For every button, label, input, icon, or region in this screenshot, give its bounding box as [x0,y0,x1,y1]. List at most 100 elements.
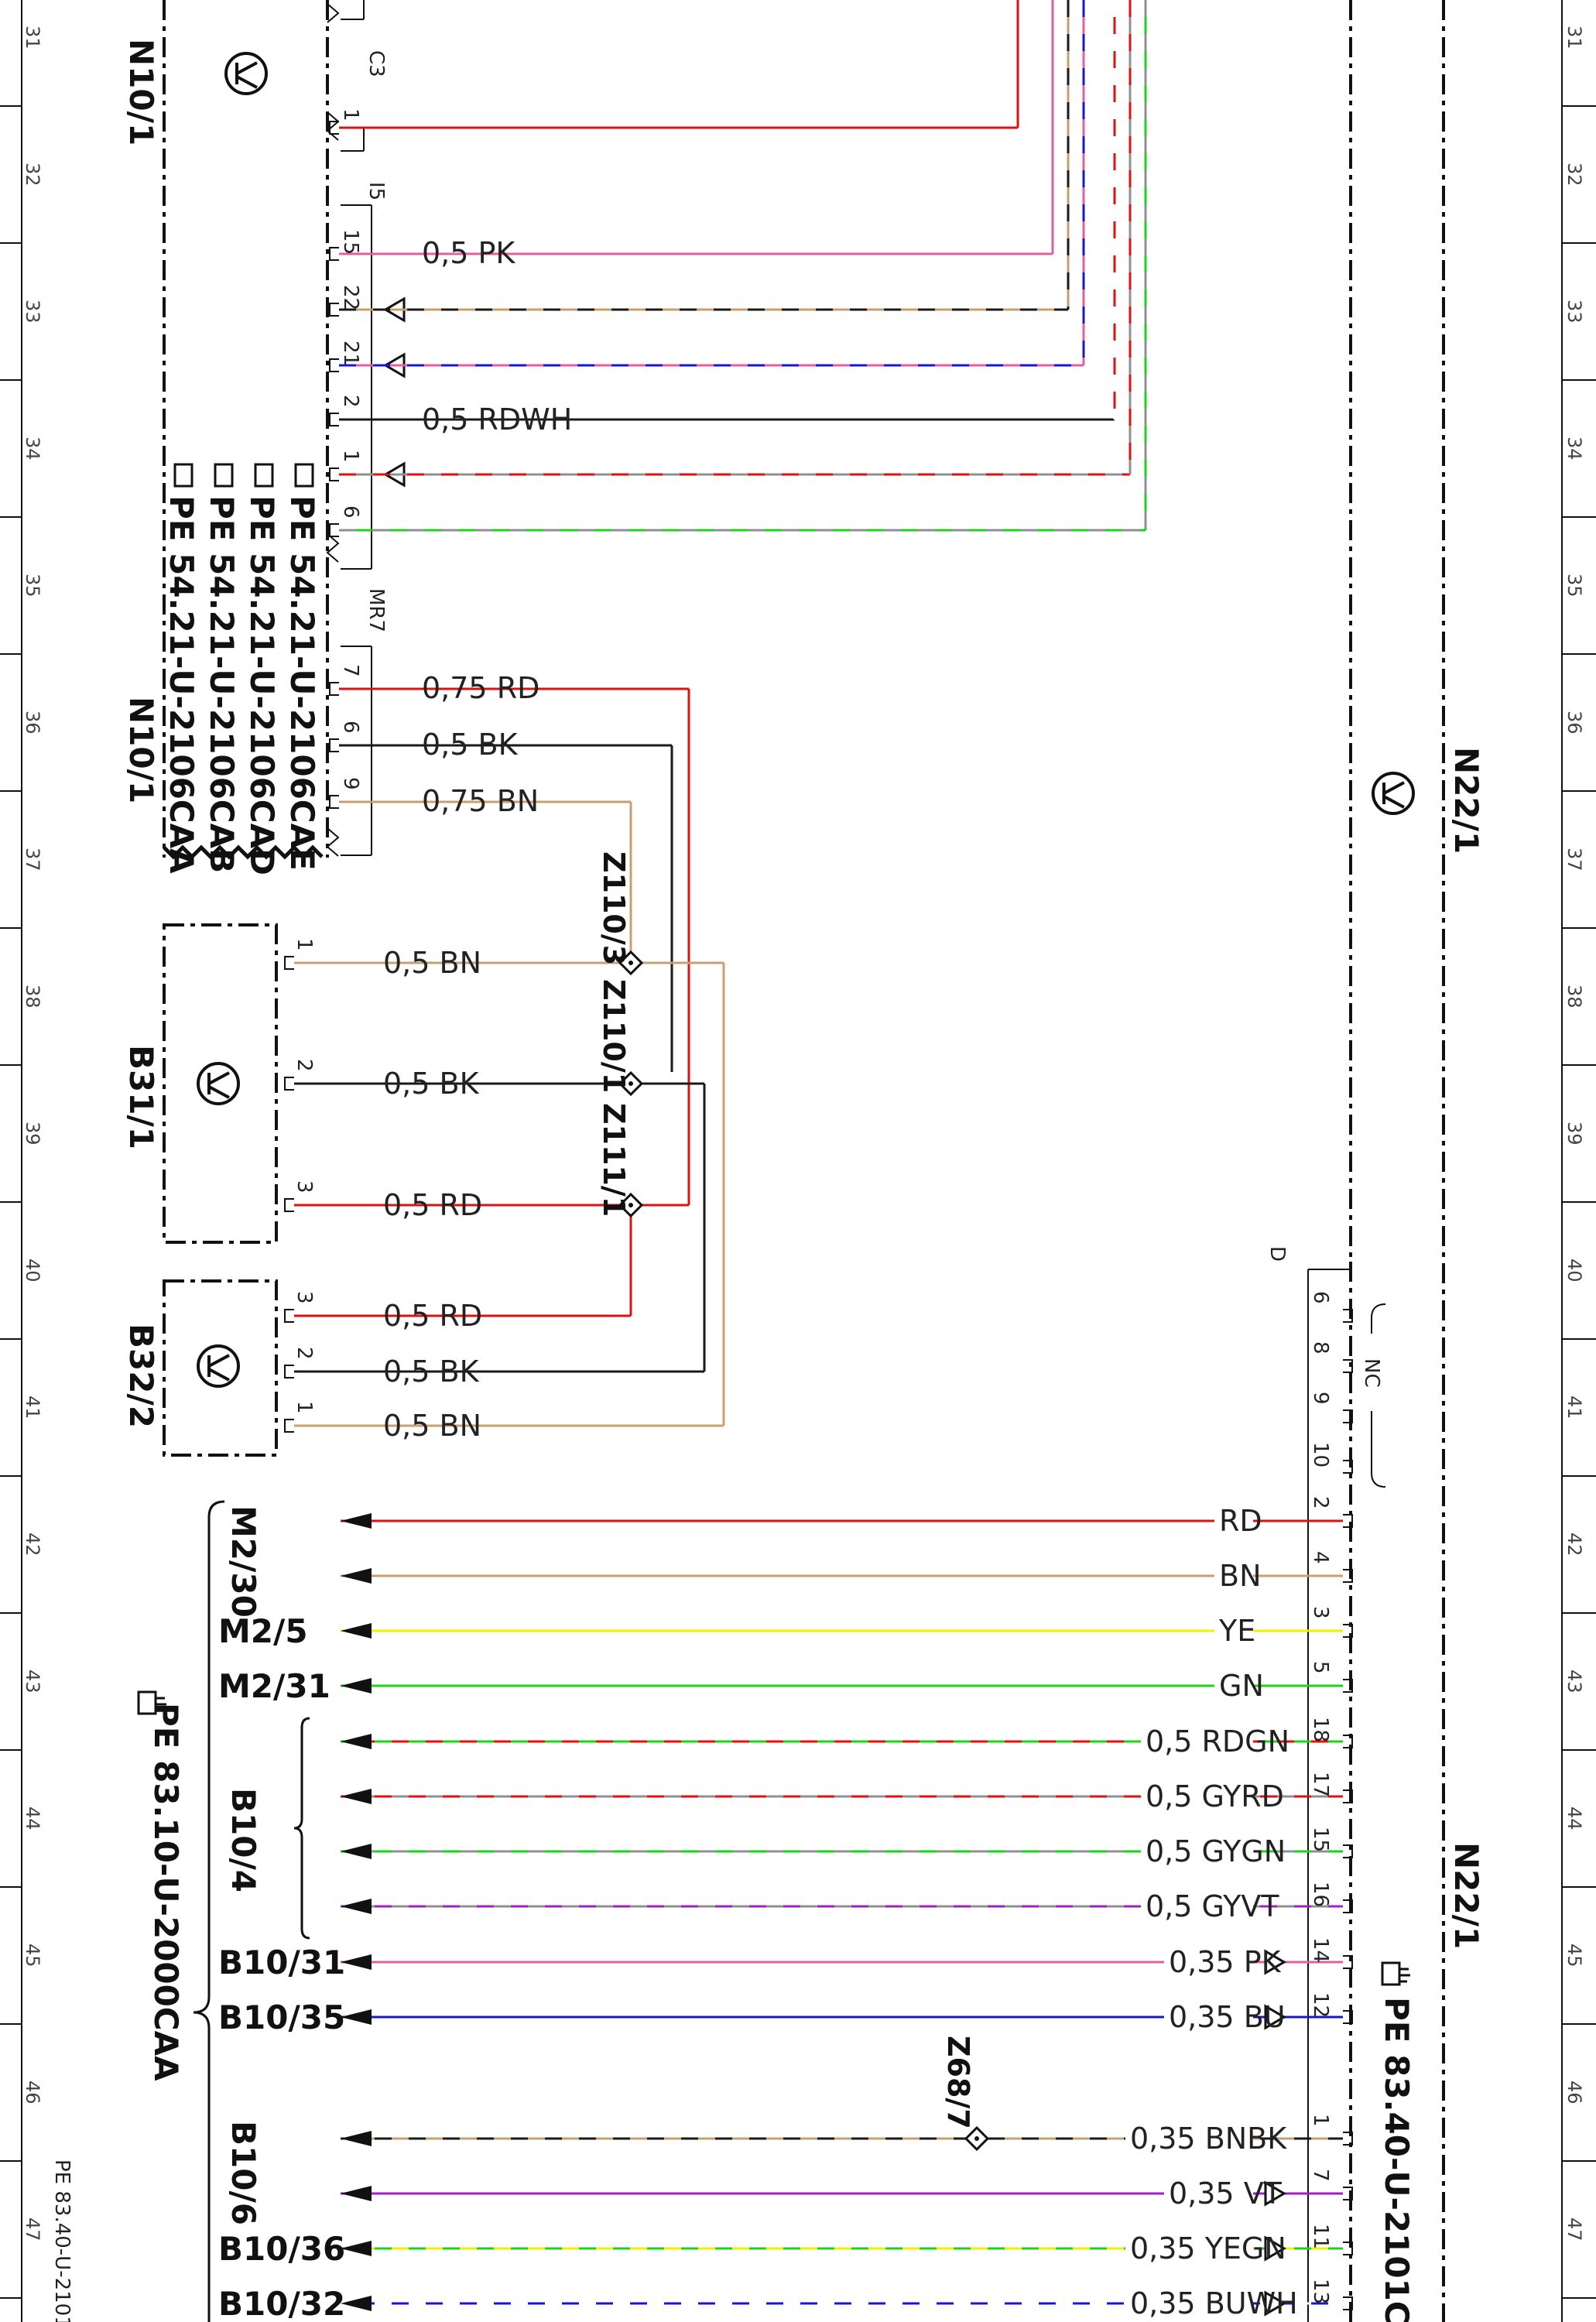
footer-reference: PE 83.40-U-2101 [50,2159,74,2322]
grid-number-left: 45 [22,1944,43,1968]
pin-number: 6 [339,721,362,734]
pin-number: 10 [1309,1442,1332,1468]
grid-number-right: 43 [1563,1670,1585,1694]
pin-number: 12 [1309,1992,1332,2018]
grid-number-right: 42 [1563,1533,1585,1557]
pin-number: 16 [1309,1882,1332,1907]
sensor-icon [197,1344,240,1388]
pin-terminal [1343,1844,1353,1858]
pin-number: 9 [339,777,362,790]
pin-number: 13 [1309,2279,1332,2304]
pin-terminal [1343,1679,1353,1693]
grid-number-left: 33 [22,300,43,324]
pin-number: 17 [1309,1772,1332,1797]
grid-number-left: 31 [22,26,43,50]
wire-label: 0,35 VT [1169,2176,1283,2211]
pin-number: 14 [1309,1937,1332,1963]
destination-label: M2/30 [224,1505,262,1618]
grid-number-right: 39 [1563,1122,1585,1146]
signal-arrow-icon [1264,2180,1286,2207]
grid-number-left: 34 [22,437,43,461]
reference-n10: PE 54.21-U-2106CAA [163,495,200,874]
pin-terminal [1343,1514,1353,1528]
arrow-left-icon [341,2296,372,2311]
arrow-left-icon [341,1734,372,1749]
wire-label: 0,35 BU [1169,2000,1286,2034]
pin-terminal [1343,2187,1353,2200]
document-hand-icon [214,463,234,488]
connector-label-i5: I5 [365,182,388,200]
destination-label: M2/31 [218,1667,331,1705]
grid-number-left: 38 [22,985,43,1009]
pin-terminal [1343,1899,1353,1913]
module-label-n22-upper: N22/1 [1447,747,1485,854]
pin-terminal [1343,2010,1353,2024]
pin-terminal [329,358,339,372]
pin-number: 18 [1309,1717,1332,1742]
signal-arrow-icon [1264,2235,1286,2262]
left-brace [193,1500,310,2322]
arrow-left-icon [341,2241,372,2256]
pin-number: 3 [293,1291,316,1304]
grid-number-right: 33 [1563,300,1585,324]
connector-label-mr7: MR7 [365,588,388,632]
destination-label: B10/4 [224,1788,262,1892]
wire-label: 0,35 BUWH [1130,2286,1298,2320]
reference-n22: PE 83.40-U-2101CAA [1378,1997,1416,2322]
arrow-left-icon [341,1844,372,1859]
pin-number: 7 [1309,2169,1332,2182]
label-bg [1164,2175,1253,2211]
pin-terminal [329,121,339,135]
pin-terminal [1343,1955,1353,1969]
pin-terminal [329,247,339,261]
sensor-icon [197,1062,240,1105]
pin-terminal [329,523,339,537]
grid-number-left: 47 [22,2218,43,2242]
grid-number-right: 37 [1563,848,1585,872]
pin-terminal [1343,2296,1353,2310]
wire-label: YE [1218,1614,1255,1648]
wire-label: 0,5 BK [422,728,519,762]
label-bg [1141,1778,1253,1813]
document-hand-icon [294,463,314,488]
splice-label: Z68/7 [941,2036,975,2129]
pin-terminal [1343,1789,1353,1803]
grid-number-left: 39 [22,1122,43,1146]
arrow-left-icon [341,1678,372,1694]
wire-label: GN [1219,1669,1264,1703]
arrow-left-icon [341,1789,372,1804]
splice-dot [628,1081,633,1086]
wire-label: 0,75 BN [422,784,539,818]
pin-number: 11 [1309,2224,1332,2249]
wire-label: 0,5 RD [383,1299,482,1333]
arrow-left-icon [341,1568,372,1584]
grid-number-left: 44 [22,1807,43,1831]
pin-number: 2 [293,1347,316,1360]
grid-number-left: 46 [22,2081,43,2105]
signal-arrow-icon [1264,2004,1286,2030]
control-unit-icon [224,52,268,95]
arrow-left-icon [341,2009,372,2025]
pin-terminal [1343,1309,1353,1323]
grid-number-left: 42 [22,1533,43,1557]
label-bg [1214,1667,1253,1703]
pin-terminal [284,1198,294,1212]
nc-bracket [1371,1303,1386,1488]
signal-arrow-icon [1264,1949,1286,1975]
pin-number: 4 [1309,1551,1332,1564]
label-bg [1141,1723,1253,1759]
pin-number: 1 [339,108,362,122]
pin-terminal [1343,1460,1353,1474]
wire-label: RD [1219,1504,1262,1538]
wire-label: 0,5 RD [383,1188,482,1222]
label-bg [1125,2230,1253,2265]
pin-number: 1 [293,938,316,951]
grid-number-right: 40 [1563,1259,1585,1283]
reference-n10: PE 54.21-U-2106CAE [283,495,321,871]
pin-number: 15 [339,229,362,255]
wire-label: 0,5 GYGN [1146,1834,1286,1868]
grid-number-left: 32 [22,163,43,187]
